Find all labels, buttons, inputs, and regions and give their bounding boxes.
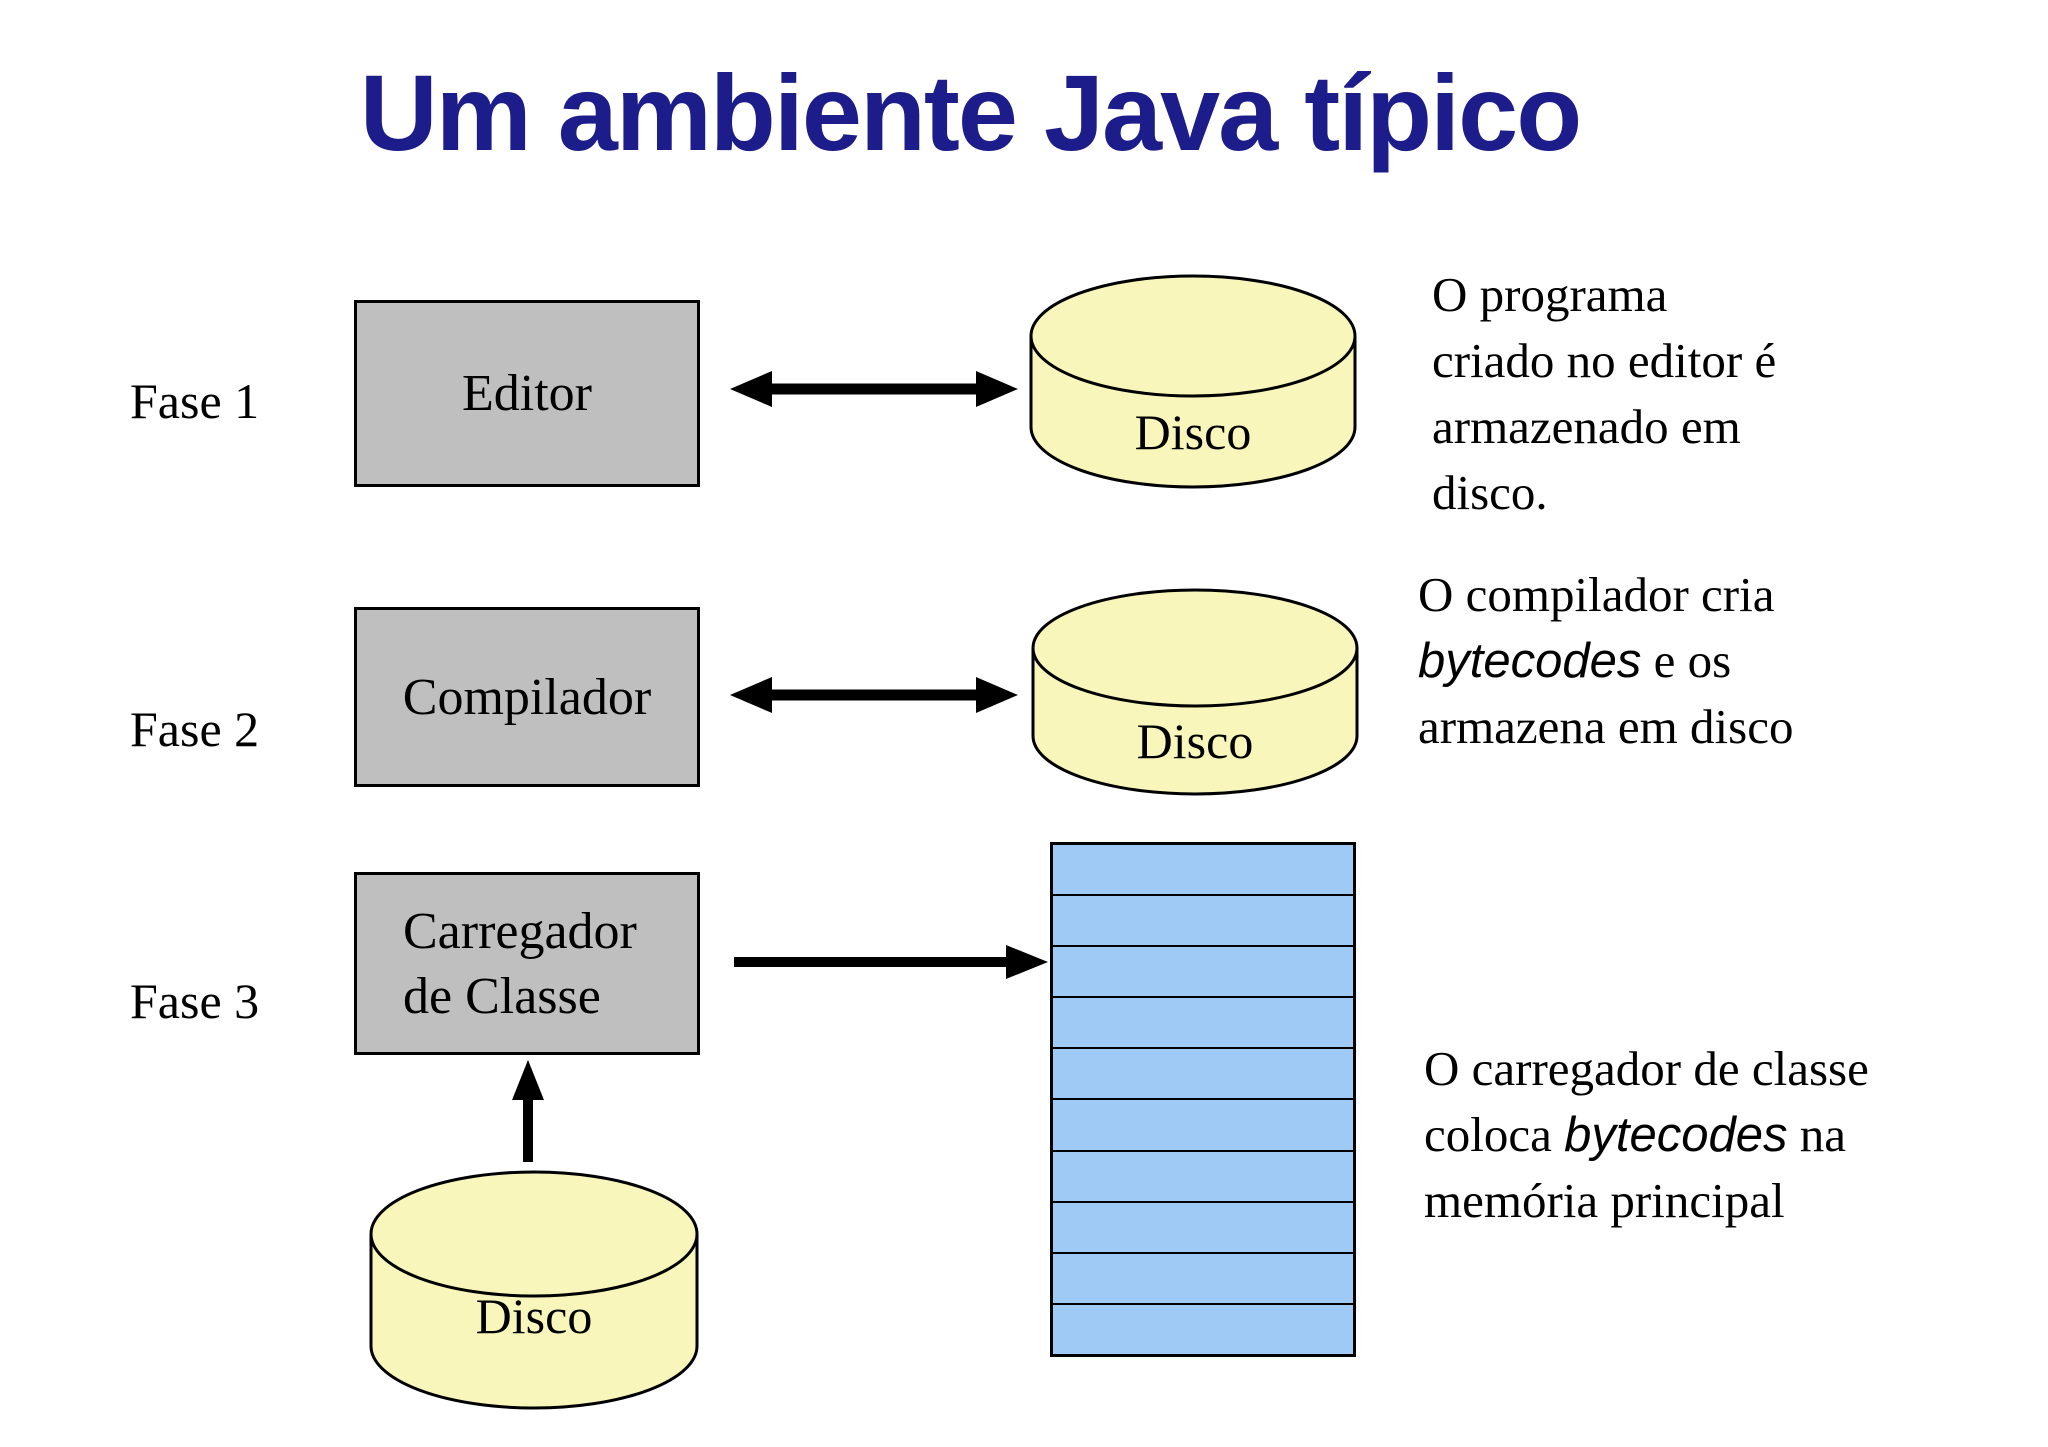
phase-3-description: O carregador de classe coloca bytecodes … (1424, 1036, 2024, 1234)
disk-label: Disco (1137, 713, 1254, 769)
memory-cell (1053, 845, 1353, 897)
disk-label: Disco (476, 1288, 593, 1344)
description-text: O carregador de classe coloca (1424, 1041, 1869, 1162)
phase-2-description: O compilador cria bytecodes e os armazen… (1418, 562, 1998, 760)
description-text: na memória principal (1424, 1107, 1846, 1228)
memory-cell (1053, 1305, 1353, 1354)
description-text: e os armazena em disco (1418, 633, 1794, 754)
memory-cell (1053, 896, 1353, 948)
carregador-box: Carregador de Classe (354, 872, 700, 1055)
compilador-box-label: Compilador (402, 668, 652, 726)
phase-1-description: O programa criado no editor é armazenado… (1432, 262, 1952, 526)
page-title: Um ambiente Java típico (359, 52, 1582, 173)
memory-cell (1053, 1203, 1353, 1254)
description-italic-text: bytecodes (1418, 634, 1642, 688)
editor-box: Editor (354, 300, 700, 487)
disk-cylinder: Disco (369, 1170, 699, 1410)
memory-cell (1053, 1254, 1353, 1305)
phase-3-label: Fase 3 (130, 973, 260, 1029)
memory-cell (1053, 1152, 1353, 1203)
up-arrow-icon (512, 1060, 544, 1162)
memory-grid (1050, 842, 1356, 1357)
disk-cylinder: Disco (1029, 274, 1357, 489)
compilador-box: Compilador (354, 607, 700, 787)
editor-box-label: Editor (462, 365, 592, 422)
disk-label: Disco (1135, 404, 1252, 460)
double-arrow-icon (730, 371, 1018, 407)
phase-2-label: Fase 2 (130, 701, 260, 757)
disk-cylinder: Disco (1031, 588, 1359, 796)
description-italic-text: bytecodes (1564, 1108, 1788, 1162)
right-arrow-icon (734, 945, 1048, 979)
phase-1-label: Fase 1 (130, 373, 260, 429)
double-arrow-icon (730, 677, 1018, 713)
memory-cell (1053, 1100, 1353, 1152)
description-text: O compilador cria (1418, 567, 1775, 622)
carregador-box-label: Carregador de Classe (403, 902, 637, 1025)
memory-cell (1053, 947, 1353, 999)
memory-cell (1053, 998, 1353, 1050)
memory-cell (1053, 1049, 1353, 1101)
description-text: O programa criado no editor é armazenado… (1432, 267, 1777, 520)
